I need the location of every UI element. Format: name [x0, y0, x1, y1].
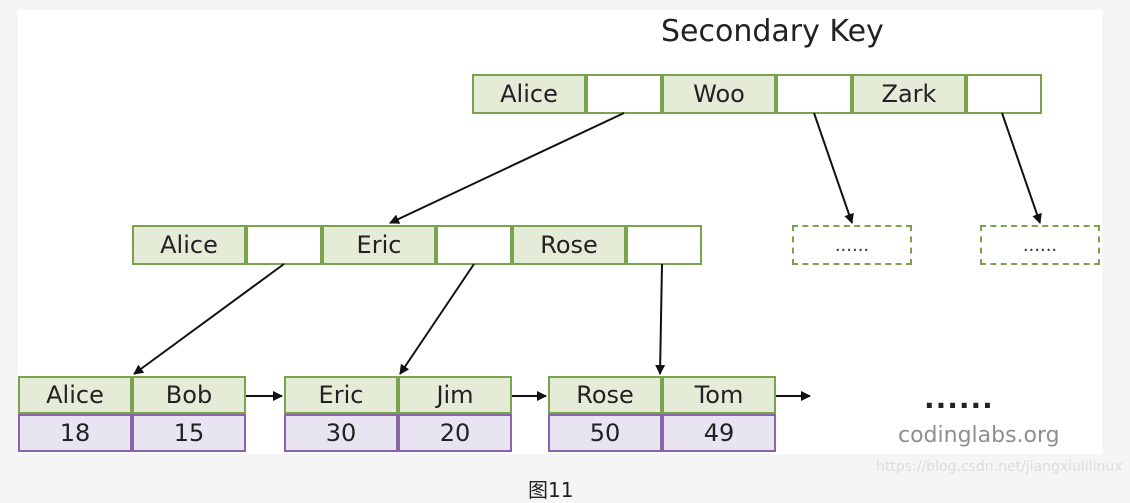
- leaf3-value-1: 50: [548, 414, 662, 452]
- arrow-root-to-placeholder1: [813, 112, 854, 224]
- root-pointer-3: [966, 74, 1042, 114]
- arrows-layer: [133, 112, 1042, 401]
- site-watermark: codinglabs.org: [898, 423, 1060, 448]
- level2-pointer-3: [626, 225, 702, 265]
- leaf1-value-2: 15: [132, 414, 246, 452]
- leaf3-key-rose: Rose: [548, 376, 662, 414]
- leaf1-key-bob: Bob: [132, 376, 246, 414]
- arrow-level2-to-leaf2: [399, 263, 475, 375]
- root-pointer-2: [776, 74, 852, 114]
- level2-key-alice: Alice: [132, 225, 246, 265]
- leaf2-key-eric: Eric: [284, 376, 398, 414]
- leaf3-key-tom: Tom: [662, 376, 776, 414]
- figure-caption: 图11: [528, 478, 574, 502]
- root-key-alice: Alice: [472, 74, 586, 114]
- root-key-woo: Woo: [662, 74, 776, 114]
- source-watermark: https://blog.csdn.net/jiangxiulilinux: [876, 459, 1123, 475]
- level2-pointer-2: [436, 225, 512, 265]
- leaf-ellipsis: ......: [924, 382, 994, 415]
- placeholder-node-1: ......: [792, 225, 912, 265]
- leaf1-key-alice: Alice: [18, 376, 132, 414]
- level2-pointer-1: [246, 225, 322, 265]
- placeholder-node-2: ......: [980, 225, 1100, 265]
- arrow-root-to-level2: [389, 112, 625, 224]
- level2-key-eric: Eric: [322, 225, 436, 265]
- root-pointer-1: [586, 74, 662, 114]
- leaf3-value-2: 49: [662, 414, 776, 452]
- arrow-level2-to-leaf1: [133, 263, 285, 375]
- leaf2-key-jim: Jim: [398, 376, 512, 414]
- leaf1-value-1: 18: [18, 414, 132, 452]
- diagram-title: Secondary Key: [661, 14, 884, 49]
- leaf2-value-2: 20: [398, 414, 512, 452]
- root-key-zark: Zark: [852, 74, 966, 114]
- arrow-level2-to-leaf3: [655, 263, 666, 375]
- leaf2-value-1: 30: [284, 414, 398, 452]
- level2-key-rose: Rose: [512, 225, 626, 265]
- diagram-canvas: Secondary Key Alice Woo Zark Alice Eric …: [18, 10, 1102, 454]
- arrow-root-to-placeholder2: [1001, 112, 1042, 224]
